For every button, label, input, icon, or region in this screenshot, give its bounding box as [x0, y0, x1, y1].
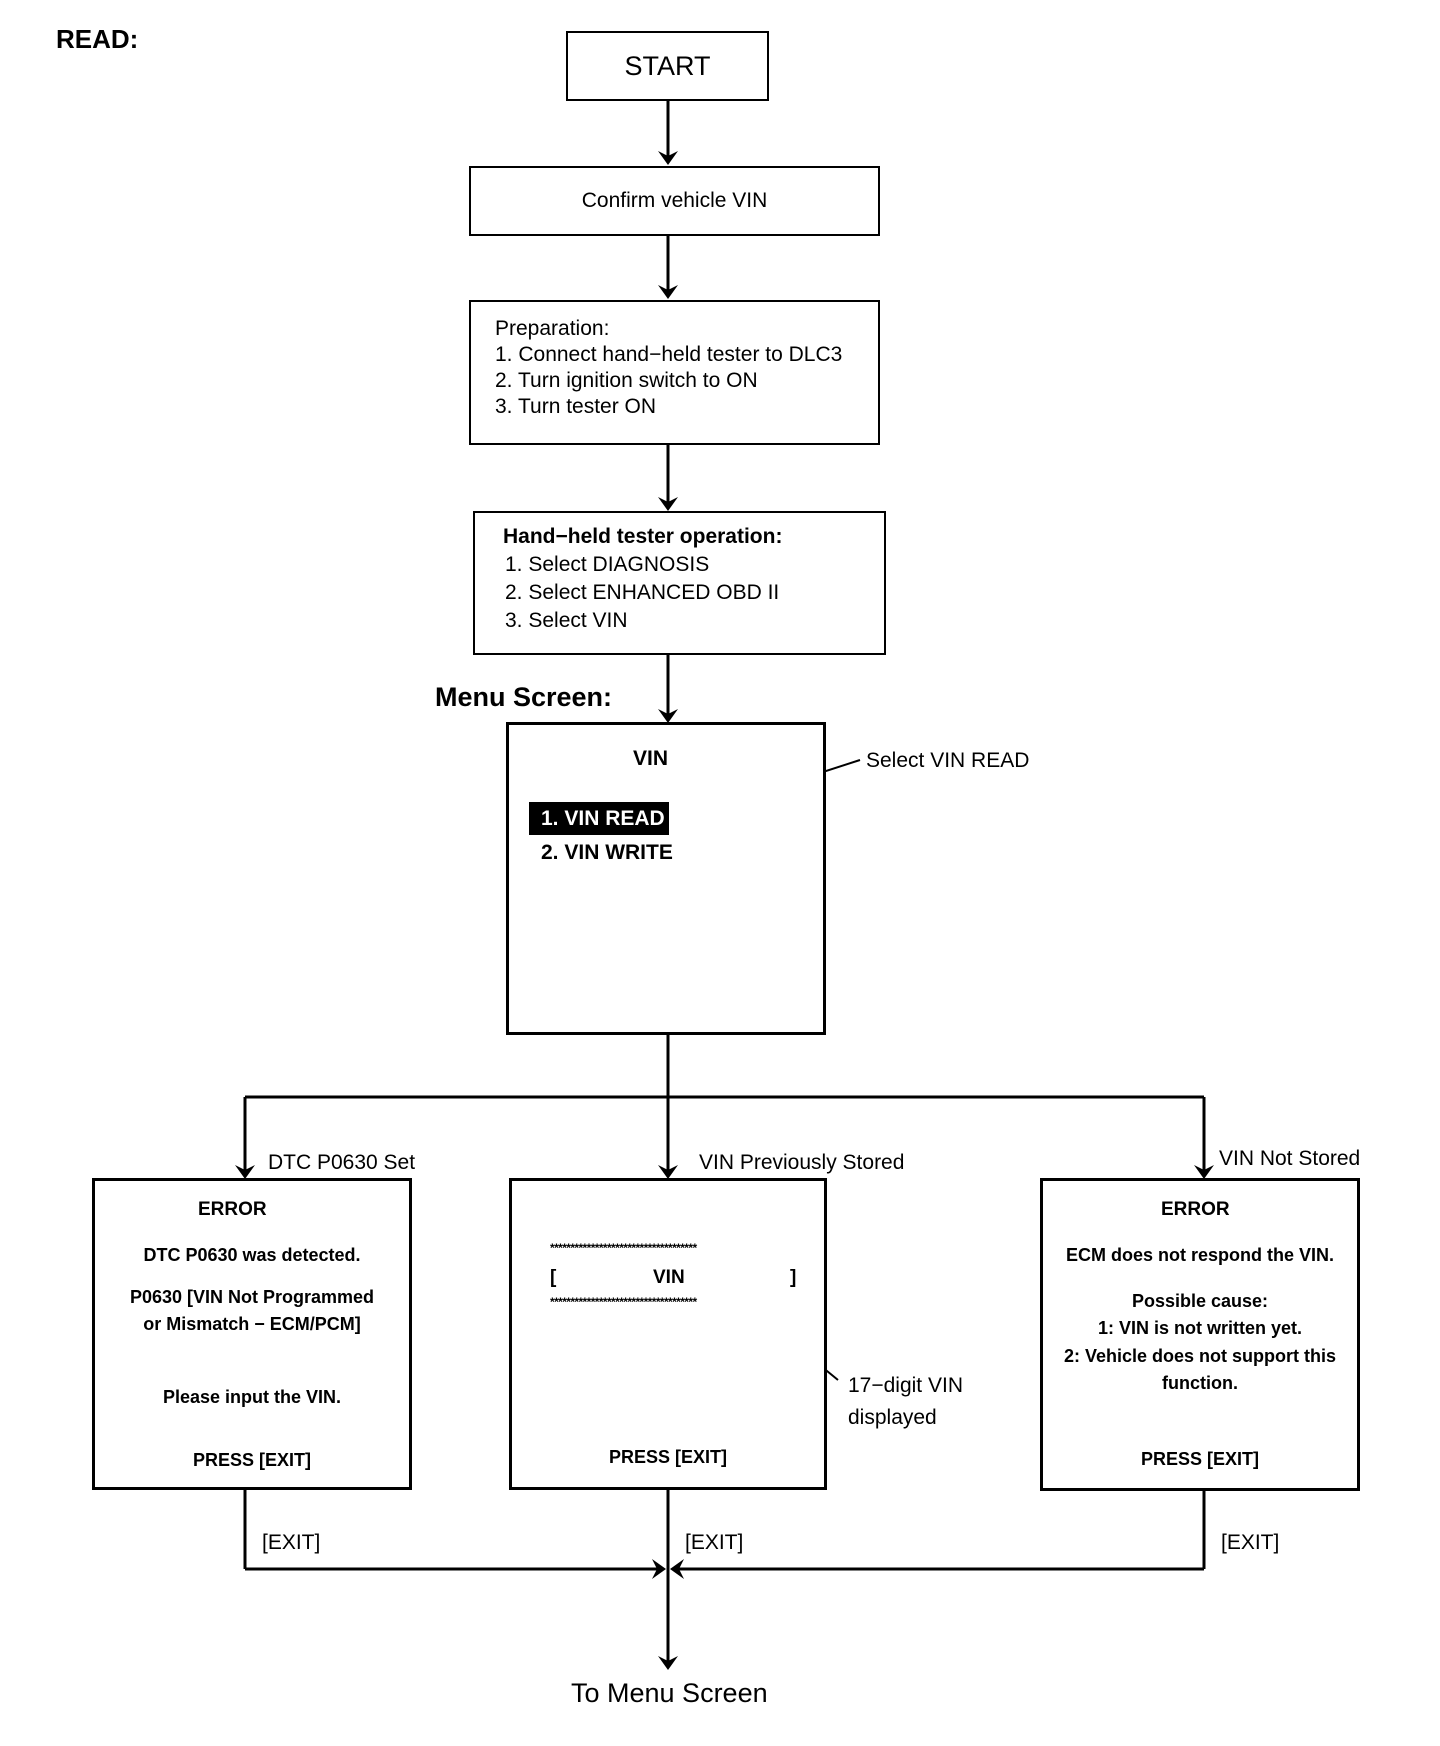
error-message: or Mismatch − ECM/PCM] — [143, 1314, 361, 1334]
error-screen-no-vin: ERROR ECM does not respond the VIN. Poss… — [1040, 1178, 1360, 1491]
branch-label-vin-stored: VIN Previously Stored — [699, 1151, 905, 1174]
press-exit-text: PRESS [EXIT] — [192, 1450, 312, 1470]
tester-operation-box: Hand−held tester operation: 1. Select DI… — [473, 511, 886, 655]
error-message: 1: VIN is not written yet. — [1097, 1318, 1303, 1338]
error-screen-dtc: ERROR DTC P0630 was detected. P0630 [VIN… — [92, 1178, 412, 1490]
preparation-title: Preparation: — [495, 317, 610, 340]
tester-operation-step: 3. Select VIN — [505, 609, 628, 632]
error-title: ERROR — [1161, 1199, 1230, 1220]
start-box: START — [566, 31, 769, 101]
menu-screen-label: Menu Screen: — [435, 682, 613, 712]
vin-bracket-right: ] — [790, 1267, 797, 1288]
vin-display-screen: ************************************ [ V… — [509, 1178, 827, 1490]
error-title: ERROR — [198, 1199, 267, 1220]
error-message: 2: Vehicle does not support this — [1063, 1346, 1337, 1366]
preparation-step: 2. Turn ignition switch to ON — [495, 369, 758, 392]
preparation-step: 3. Turn tester ON — [495, 395, 657, 418]
exit-label-left: [EXIT] — [262, 1531, 321, 1554]
error-message: function. — [1162, 1373, 1238, 1393]
menu-title: VIN — [633, 747, 669, 770]
start-label: START — [624, 51, 711, 81]
exit-label-right: [EXIT] — [1221, 1531, 1280, 1554]
error-message: P0630 [VIN Not Programmed — [129, 1287, 375, 1307]
vin-bracket-left: [ — [550, 1267, 557, 1288]
error-message: Please input the VIN. — [162, 1387, 342, 1407]
page-heading: READ: — [56, 24, 139, 54]
press-exit-text: PRESS [EXIT] — [1140, 1449, 1260, 1469]
branch-label-vin-not-stored: VIN Not Stored — [1219, 1147, 1361, 1170]
error-message: Possible cause: — [1131, 1291, 1269, 1311]
vin-stars-top: ************************************ — [550, 1241, 697, 1255]
callout-select-vin-read: Select VIN READ — [866, 749, 1030, 772]
menu-item-vin-write[interactable]: 2. VIN WRITE — [541, 841, 673, 864]
error-message: ECM does not respond the VIN. — [1065, 1245, 1334, 1265]
vin-stars-bottom: ************************************ — [550, 1295, 697, 1309]
press-exit-text: PRESS [EXIT] — [608, 1447, 728, 1467]
vin-value: VIN — [653, 1267, 685, 1288]
tester-operation-title: Hand−held tester operation: — [503, 525, 783, 548]
callout-17-digit-vin: 17−digit VIN displayed — [848, 1370, 963, 1434]
tester-operation-step: 1. Select DIAGNOSIS — [505, 553, 710, 576]
error-message: DTC P0630 was detected. — [143, 1245, 361, 1265]
preparation-box: Preparation: 1. Connect hand−held tester… — [469, 300, 880, 445]
callout-17-digit-vin-line1: 17−digit VIN — [848, 1374, 963, 1397]
callout-17-digit-vin-line2: displayed — [848, 1406, 937, 1429]
tester-operation-step: 2. Select ENHANCED OBD II — [505, 581, 780, 604]
menu-screen-box: VIN 1. VIN READ 2. VIN WRITE — [506, 722, 826, 1035]
confirm-vin-label: Confirm vehicle VIN — [581, 189, 768, 212]
preparation-step: 1. Connect hand−held tester to DLC3 — [495, 343, 843, 366]
confirm-vin-box: Confirm vehicle VIN — [469, 166, 880, 236]
end-label-to-menu-screen: To Menu Screen — [571, 1678, 768, 1708]
branch-label-dtc-set: DTC P0630 Set — [268, 1151, 416, 1174]
menu-item-vin-read[interactable]: 1. VIN READ — [529, 802, 669, 835]
exit-label-middle: [EXIT] — [685, 1531, 744, 1554]
